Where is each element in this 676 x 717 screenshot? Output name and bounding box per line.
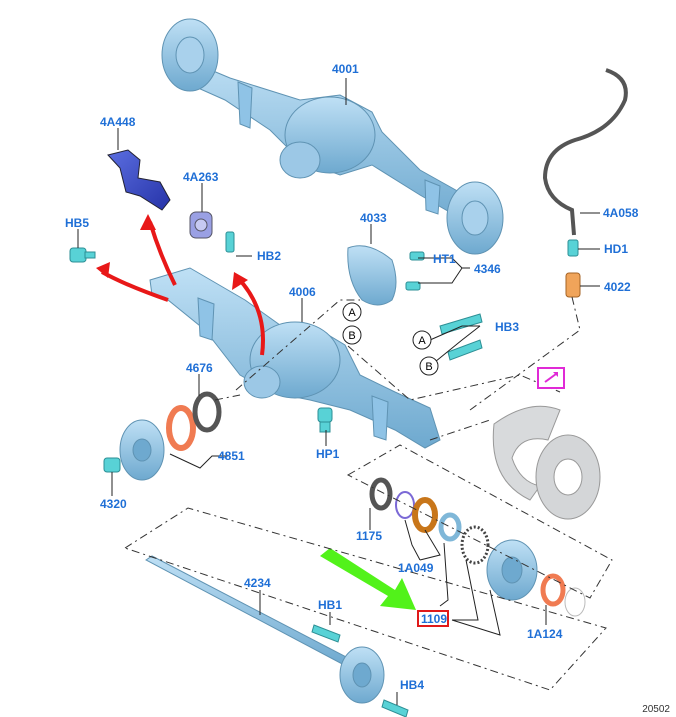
label-4001: 4001	[332, 62, 359, 76]
label-HP1: HP1	[316, 447, 340, 461]
figure-id: 20502	[642, 704, 670, 715]
highlight-box-1109	[417, 610, 449, 627]
vent-part	[189, 211, 213, 239]
callout-a-circle-2: A	[412, 330, 432, 350]
label-HB4: HB4	[400, 678, 424, 692]
svg-text:B: B	[425, 361, 432, 373]
label-4320: 4320	[100, 497, 127, 511]
label-4851: 4851	[218, 449, 245, 463]
svg-text:A: A	[418, 335, 426, 347]
callout-b-circle-2: B	[419, 356, 439, 376]
label-4A263: 4A263	[183, 170, 219, 184]
label-1A049: 1A049	[398, 561, 434, 575]
label-HB1: HB1	[318, 598, 342, 612]
axle-housing	[149, 267, 441, 449]
green-arrow	[320, 548, 416, 610]
vent-fitting	[565, 272, 581, 298]
label-4234: 4234	[244, 576, 271, 590]
label-4033: 4033	[360, 211, 387, 225]
callout-a-circle: A	[342, 302, 362, 322]
red-arrows	[96, 214, 265, 356]
brake-rotor	[492, 405, 601, 520]
cover-part	[347, 245, 397, 306]
axle-assembly-top	[161, 18, 504, 255]
svg-text:A: A	[348, 307, 356, 319]
label-1175: 1175	[356, 529, 382, 543]
label-HB5: HB5	[65, 216, 89, 230]
vent-hose	[542, 68, 628, 236]
label-4A448: 4A448	[100, 115, 136, 129]
axle-shaft-part	[145, 555, 409, 717]
label-HB3: HB3	[495, 320, 519, 334]
label-4676: 4676	[186, 361, 213, 375]
callout-b-circle: B	[342, 325, 362, 345]
leader-lines	[77, 78, 600, 705]
label-HB2: HB2	[257, 249, 281, 263]
label-HT1: HT1	[433, 252, 456, 266]
svg-text:B: B	[348, 330, 355, 342]
label-4006: 4006	[289, 285, 316, 299]
label-4022: 4022	[604, 280, 631, 294]
label-1A124: 1A124	[527, 627, 563, 641]
hub-flange-part	[119, 391, 222, 481]
label-HD1: HD1	[604, 242, 628, 256]
label-1109: 1109	[421, 612, 447, 626]
zoom-in-icon[interactable]	[537, 367, 565, 389]
label-4A058: 4A058	[603, 206, 639, 220]
bracket-part	[107, 149, 171, 211]
label-4346: 4346	[474, 262, 501, 276]
part-labels: 4001 4A448 4A263 HB5 HB2 4033 HT1 4346 4…	[65, 62, 639, 692]
